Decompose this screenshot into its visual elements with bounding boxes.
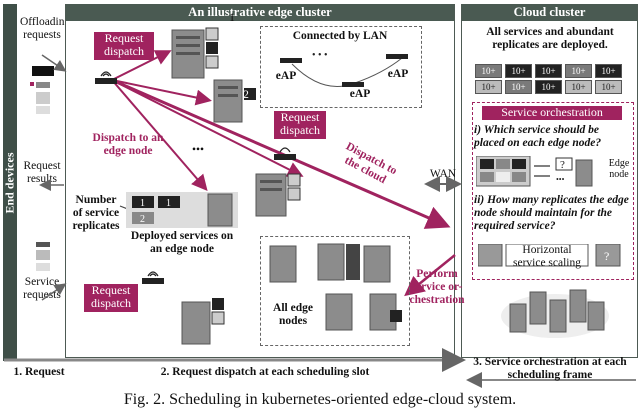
step-3-label: 3. Service orchestration at each schedul…	[473, 356, 627, 381]
replica-badge: 10+	[565, 64, 592, 78]
end-device-icons-bottom	[36, 242, 50, 271]
router-icon	[95, 71, 117, 84]
lan-box	[260, 26, 422, 108]
svg-text:1: 1	[166, 198, 171, 209]
all-edge-nodes-label: All edge nodes	[273, 302, 313, 327]
replica-badge: 10+	[535, 64, 562, 78]
horizontal-scaling-label: Horizontal service scaling	[512, 244, 581, 269]
end-devices-bar: End devices	[3, 4, 17, 361]
question-2: ii) How many replicates the edge node sh…	[474, 194, 629, 232]
all-edge-nodes-servers	[269, 243, 402, 331]
eap-label-2: eAP	[349, 88, 371, 100]
svg-text:?: ?	[604, 249, 609, 263]
replica-badge: 10+	[595, 80, 622, 94]
replica-badge: 10+	[535, 80, 562, 94]
service-requests-label: Service requests	[23, 276, 61, 301]
svg-text:?: ?	[560, 159, 565, 171]
replica-badge: 10+	[475, 64, 502, 78]
rep-label-1: 1	[229, 12, 235, 24]
edge-server-icon	[181, 298, 225, 345]
svg-text:• • •: • • •	[312, 50, 328, 61]
scaling-icon: ?	[478, 244, 621, 267]
figure-caption: Fig. 2. Scheduling in kubernetes-oriente…	[123, 391, 517, 408]
edge-server-icon	[171, 27, 219, 79]
lan-title: Connected by LAN	[292, 30, 388, 42]
cloud-description: All services and abundant replicates are…	[486, 26, 614, 51]
all-edge-nodes-box	[260, 236, 410, 346]
request-dispatch-box-1: Request dispatch	[94, 32, 154, 60]
replica-badge: 10+	[565, 80, 592, 94]
edge-cluster-title: An illustrative edge cluster	[66, 4, 454, 21]
offloading-requests-label: Offloading requests	[20, 16, 71, 41]
end-device-icons-top	[30, 66, 54, 114]
deployed-services-icon: 1 1 2	[126, 192, 238, 228]
replica-badge: 10+	[505, 64, 532, 78]
cloud-servers-icon	[501, 289, 609, 338]
step-1-label: 1. Request	[13, 366, 65, 378]
replica-badge: 10+	[475, 80, 502, 94]
eap-label-1: eAP	[275, 70, 297, 82]
service-orchestration-header: Service orchestration	[482, 106, 622, 120]
cloud-cluster-title: Cloud cluster	[462, 4, 637, 21]
perform-orchestration-label: Perform service or-chestration	[409, 268, 465, 306]
question-1: i) Which service should be placed on eac…	[474, 124, 602, 149]
step-2-label: 2. Request dispatch at each scheduling s…	[160, 366, 370, 378]
lan-network-icon: • • •	[280, 50, 408, 87]
number-of-replicates-label: Number of service replicates	[72, 194, 120, 232]
wan-label: WAN	[429, 168, 457, 180]
deployed-services-label: Deployed services on an edge node	[130, 230, 234, 255]
svg-text:2: 2	[140, 214, 145, 225]
replica-badge: 10+	[505, 80, 532, 94]
edge-server-icon	[255, 173, 301, 217]
rep-label-2: 2	[243, 89, 249, 101]
eap-label-3: eAP	[387, 68, 409, 80]
placement-icon: ? •••	[476, 156, 593, 187]
router-icon	[142, 271, 164, 284]
router-icon	[274, 147, 296, 160]
svg-text:1: 1	[140, 198, 145, 209]
edge-server-icon	[213, 79, 256, 123]
svg-text:•••: •••	[556, 175, 565, 184]
request-dispatch-box-2: Request dispatch	[274, 111, 326, 139]
replica-badge: 10+	[595, 64, 622, 78]
middle-dots: •••	[191, 144, 205, 156]
edge-node-label: Edge node	[608, 158, 630, 180]
request-dispatch-box-3: Request dispatch	[84, 284, 138, 312]
dispatch-to-edge-node-label: Dispatch to an edge node	[92, 132, 164, 157]
service-orchestration-box	[472, 102, 634, 280]
